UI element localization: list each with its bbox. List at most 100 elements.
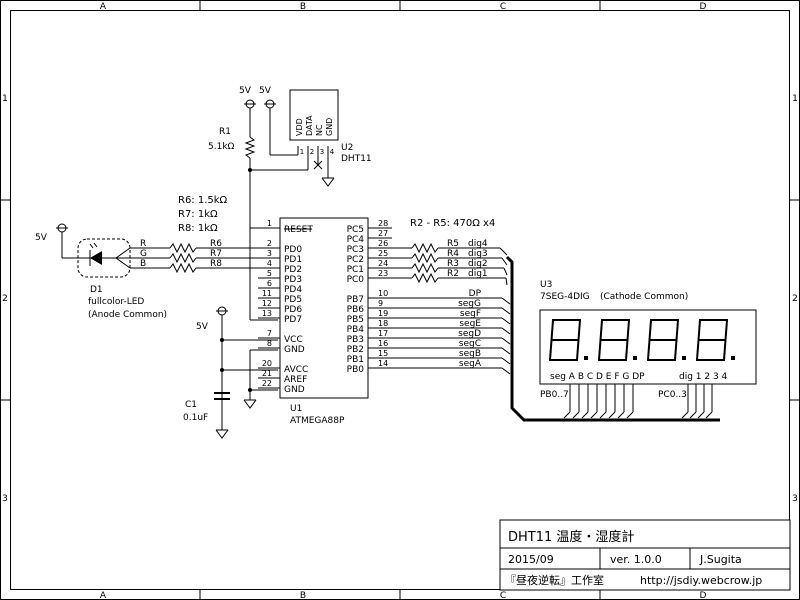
zone-col-c-top: C bbox=[500, 2, 506, 12]
u1-pin-name: AREF bbox=[284, 375, 307, 385]
u1-pin-name: PD5 bbox=[284, 295, 302, 305]
r8-ref: R8 bbox=[210, 259, 222, 269]
u1-pin-name: PB7 bbox=[347, 295, 364, 305]
r7-value: R7: 1kΩ bbox=[178, 209, 218, 220]
zone-col-a-bottom: A bbox=[100, 591, 107, 600]
title-text: DHT11 温度・湿度計 bbox=[508, 529, 634, 545]
u1-pin-name: PD2 bbox=[284, 265, 302, 275]
u1-pin-name: PC5 bbox=[347, 225, 364, 235]
title-block: DHT11 温度・湿度計 2015/09 ver. 1.0.0 J.Sugita… bbox=[499, 519, 791, 591]
u1-pin-num: 15 bbox=[378, 349, 388, 358]
u1-pin-name: AVCC bbox=[284, 365, 308, 375]
dht11-wires bbox=[250, 108, 335, 187]
u1-pin-name: PD7 bbox=[284, 315, 302, 325]
u1-pin-name: PD1 bbox=[284, 255, 302, 265]
c1-ref: C1 bbox=[185, 400, 197, 410]
u1-pin-num: 18 bbox=[378, 319, 388, 328]
u1-pin-num: 10 bbox=[378, 289, 388, 298]
u1-pin-num: 20 bbox=[262, 359, 272, 368]
u1-pin-num: 24 bbox=[378, 259, 388, 268]
zone-col-c-bottom: C bbox=[500, 591, 506, 600]
u1-pin-name: PD3 bbox=[284, 275, 302, 285]
dht11-pin-num-3: 3 bbox=[320, 148, 324, 156]
led-rgb-labels: R G B R6 R7 R8 bbox=[140, 239, 222, 269]
segment-net-label: segD bbox=[458, 329, 481, 339]
segment-net-label: segC bbox=[459, 339, 481, 349]
display-digit bbox=[695, 319, 735, 361]
display-digit bbox=[597, 319, 637, 361]
display-digit bbox=[646, 319, 686, 361]
dht11-pin-num-2: 2 bbox=[310, 148, 314, 156]
c1-capacitor: C1 0.1uF bbox=[183, 392, 230, 423]
digit-net-label: dig4 bbox=[468, 239, 488, 249]
junction-vcc bbox=[220, 338, 224, 342]
bus-pc-label: PC0..3 bbox=[658, 390, 687, 400]
digit-resistor-ref: R2 bbox=[447, 269, 459, 279]
zone-row-3-right: 3 bbox=[792, 494, 798, 504]
u1-pin-name: PB0 bbox=[347, 365, 365, 375]
svg-text:5V: 5V bbox=[239, 86, 252, 96]
dht11-pin-data: DATA bbox=[305, 115, 314, 136]
u1-pin-num: 25 bbox=[378, 249, 388, 258]
u1-pin-name: PD4 bbox=[284, 285, 302, 295]
u1-pin-num: 21 bbox=[262, 369, 272, 378]
led-rgb-wires bbox=[130, 242, 278, 274]
bus-taps bbox=[563, 384, 713, 419]
title-version: ver. 1.0.0 bbox=[610, 553, 662, 566]
u1-pin-name: PC1 bbox=[347, 265, 364, 275]
u1-pin-num: 11 bbox=[262, 289, 272, 298]
dht11-pin-nc: NC bbox=[315, 124, 324, 136]
digit-resistor-ref: R3 bbox=[447, 259, 459, 269]
junction-gnd bbox=[248, 388, 252, 392]
u1-pin-num: 5 bbox=[267, 269, 272, 278]
junction-avcc bbox=[220, 368, 224, 372]
gnd-symbols bbox=[215, 399, 257, 439]
c1-value: 0.1uF bbox=[183, 413, 208, 423]
u1-pin-num: 14 bbox=[378, 359, 388, 368]
svg-text:5V: 5V bbox=[35, 233, 48, 243]
title-url: http://jsdiy.webcrow.jp bbox=[640, 574, 762, 587]
led-note: (Anode Common) bbox=[88, 310, 167, 320]
display-digits bbox=[548, 319, 735, 361]
u1-pin-name: PB6 bbox=[347, 305, 365, 315]
zone-row-1-right: 1 bbox=[792, 94, 798, 104]
u1-pin-name: PB4 bbox=[347, 325, 365, 335]
atmega88p: U1 ATMEGA88P 1RESET2PD03PD14PD25PD36PD41… bbox=[250, 217, 392, 426]
u1-pin-num: 22 bbox=[262, 379, 272, 388]
zone-row-2-left: 2 bbox=[2, 294, 8, 304]
power-5v-dht11: 5V bbox=[259, 86, 276, 109]
digit-net-label: dig2 bbox=[468, 259, 488, 269]
u3-dig-label: dig 1 2 3 4 bbox=[679, 372, 728, 382]
led-ref: D1 bbox=[90, 285, 103, 295]
r7-ref: R7 bbox=[210, 249, 222, 259]
u3-note: (Cathode Common) bbox=[600, 292, 688, 302]
dht11-part: DHT11 bbox=[341, 154, 372, 164]
zone-col-b-top: B bbox=[300, 2, 306, 12]
power-5v-mcu: 5V bbox=[196, 306, 228, 332]
zone-col-d-top: D bbox=[700, 2, 707, 12]
u1-pin-num: 1 bbox=[267, 219, 272, 228]
u1-pin-name: GND bbox=[284, 385, 305, 395]
display-digit bbox=[548, 319, 588, 361]
power-5v-r1: 5V bbox=[239, 86, 256, 109]
digit-resistor-ref: R4 bbox=[447, 249, 459, 259]
dht11-pin-vdd: VDD bbox=[295, 118, 304, 136]
title-author: J.Sugita bbox=[699, 553, 742, 566]
dht11-pin-num-4: 4 bbox=[330, 148, 335, 156]
u1-pin-num: 2 bbox=[267, 239, 272, 248]
segment-net-label: segG bbox=[458, 299, 481, 309]
u1-pin-num: 26 bbox=[378, 239, 388, 248]
title-date: 2015/09 bbox=[508, 553, 554, 566]
svg-text:5V: 5V bbox=[196, 322, 209, 332]
digit-resistor bbox=[411, 262, 439, 274]
seven-segment-display: U3 7SEG-4DIG (Cathode Common) seg A B C … bbox=[539, 280, 757, 385]
u1-pin-num: 23 bbox=[378, 269, 388, 278]
net-b: B bbox=[140, 259, 146, 269]
u1-pin-num: 3 bbox=[267, 249, 272, 258]
u1-pin-name: PD6 bbox=[284, 305, 302, 315]
r1-value: 5.1kΩ bbox=[208, 142, 235, 152]
